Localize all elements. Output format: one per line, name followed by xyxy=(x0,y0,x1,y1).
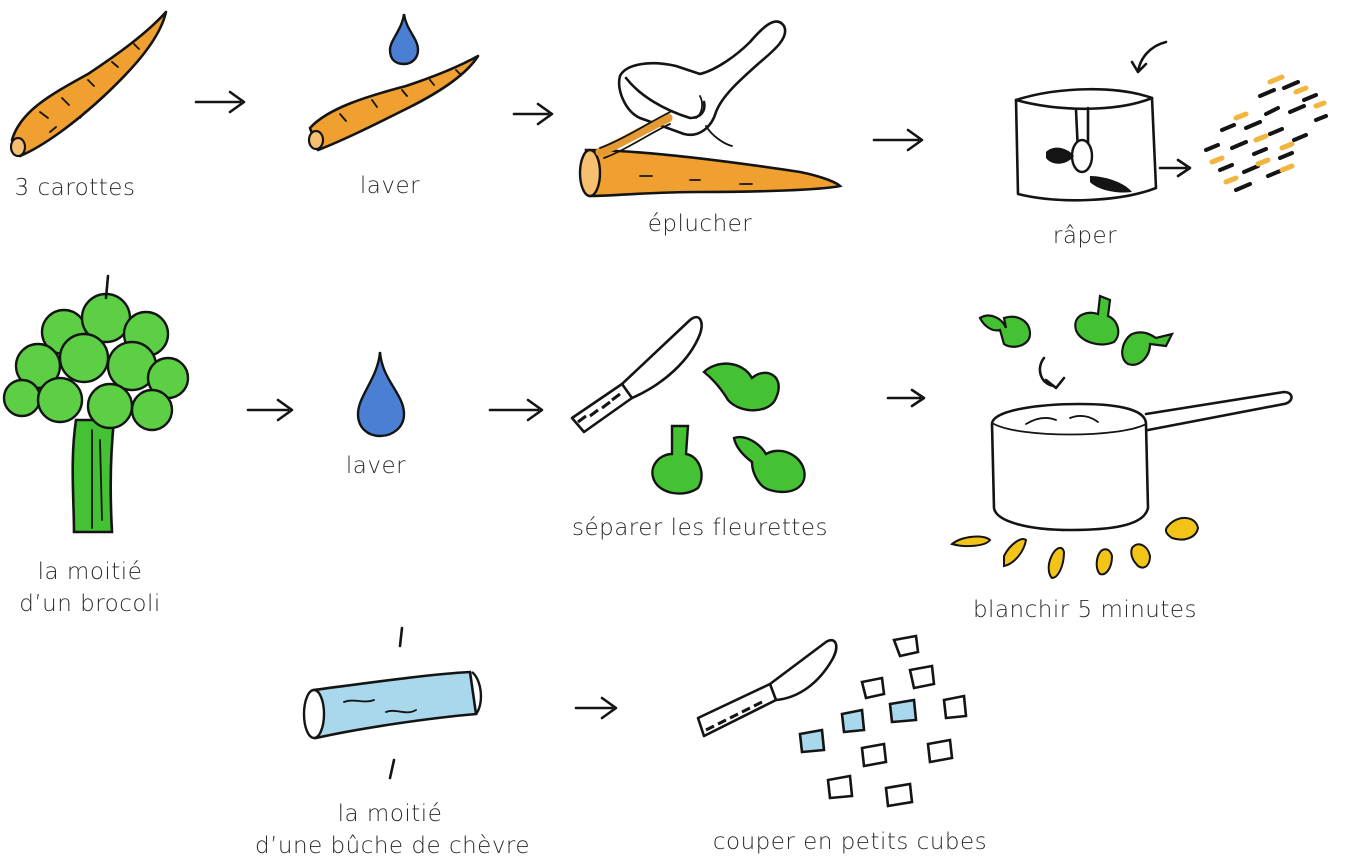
cheese-label-line2: d’une bûche de chèvre xyxy=(255,832,525,860)
knife-icon xyxy=(572,317,702,432)
blanch-label: blanchir 5 minutes xyxy=(960,596,1210,624)
arrow-icon xyxy=(1160,160,1190,176)
arrow-icon xyxy=(248,400,292,420)
floret-icon xyxy=(704,364,779,411)
peel-label: éplucher xyxy=(630,210,770,238)
water-drop-icon xyxy=(358,352,404,436)
arrow-icon xyxy=(874,130,922,150)
arrow-icon xyxy=(1040,358,1064,388)
floret-icon xyxy=(980,316,1030,347)
water-drop-icon xyxy=(390,14,418,64)
floret-icon xyxy=(652,426,701,494)
carrot-icon xyxy=(309,56,478,150)
broccoli-label-line1: la moitié xyxy=(20,558,160,586)
arrow-icon xyxy=(490,400,542,420)
arrow-icon xyxy=(196,92,244,112)
grated-carrot-icon xyxy=(1206,77,1326,190)
goat-cheese-log-icon xyxy=(304,628,481,778)
separate-florets-label: séparer les fleurettes xyxy=(560,514,840,542)
carrot-icon xyxy=(11,12,166,156)
floret-icon xyxy=(1075,296,1118,344)
wash-carrot-label: laver xyxy=(340,172,440,200)
wash-broccoli-label: laver xyxy=(326,452,426,480)
cheese-label-line1: la moitié xyxy=(320,800,460,828)
food-processor-icon xyxy=(1016,42,1166,200)
broccoli-label-line2: d’un brocoli xyxy=(10,590,170,618)
saucepan-icon xyxy=(992,392,1292,530)
broccoli-icon xyxy=(4,276,188,532)
grate-label: râper xyxy=(1030,222,1140,250)
floret-icon xyxy=(1122,332,1172,364)
arrow-icon xyxy=(576,698,616,718)
knife-icon xyxy=(698,640,836,736)
arrow-icon xyxy=(514,104,552,124)
floret-icon xyxy=(734,437,805,492)
arrow-icon xyxy=(888,390,924,406)
flame-icon xyxy=(952,518,1198,578)
carrots-label: 3 carottes xyxy=(0,174,150,202)
cut-cubes-label: couper en petits cubes xyxy=(700,828,1000,856)
cheese-cube-icon xyxy=(800,636,966,806)
